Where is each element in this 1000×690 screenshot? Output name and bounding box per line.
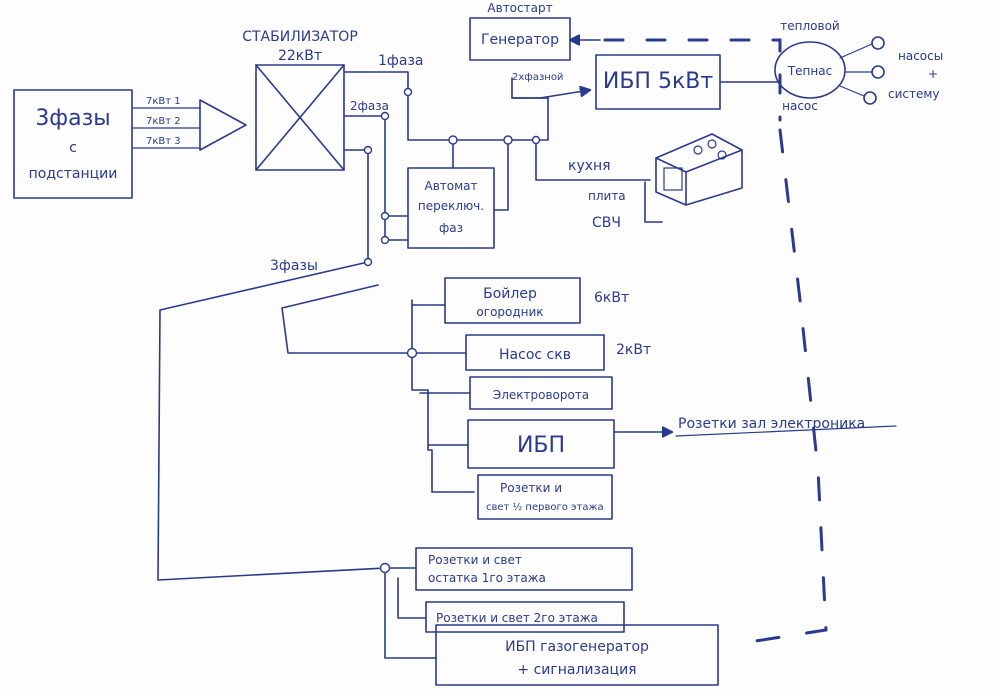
- phase-switch-line2: переключ.: [418, 199, 484, 213]
- gates-label: Электроворота: [493, 388, 589, 402]
- microwave-label: СВЧ: [592, 215, 621, 231]
- wire-phase3-out: [343, 149, 369, 263]
- label-three-phase: 3фазы: [270, 258, 318, 274]
- pumps-system: систему: [888, 87, 940, 101]
- sockets-second-label: Розетки и свет 2го этажа: [436, 611, 598, 625]
- boiler-heater-line2: огородник: [476, 305, 543, 319]
- sockets-half-line2: свет ½ первого этажа: [486, 501, 604, 513]
- pump-well-power: 2кВт: [616, 342, 651, 358]
- wire-load-bus: [411, 299, 433, 493]
- pumps-label: насосы: [898, 49, 943, 63]
- label-two-phase-gen: 2хфазной: [512, 72, 563, 83]
- stove-icon: [655, 133, 743, 206]
- ups-hall-label: ИБП: [517, 433, 565, 458]
- generator-box: Автостарт Генератор: [469, 1, 571, 61]
- stabilizer-title: СТАБИЛИЗАТОР: [242, 29, 358, 45]
- sockets-rest-line1: Розетки и свет: [428, 553, 522, 567]
- sockets-hall-underline: [675, 425, 897, 437]
- stabilizer-power: 22кВт: [278, 48, 322, 64]
- wire-sockets-second: [397, 577, 427, 619]
- sockets-half-box: Розетки и свет ½ первого этажа: [477, 474, 613, 520]
- substation-label-1: 3фазы: [35, 106, 110, 131]
- wire-to-loads: [281, 284, 413, 354]
- wire-bus-top: [407, 77, 549, 141]
- phase-load-1: 7кВт 1: [146, 96, 181, 107]
- boiler-heater-power: 6кВт: [594, 290, 629, 306]
- sockets-second-box: Розетки и свет 2го этажа: [425, 601, 625, 633]
- substation-label-3: подстанции: [29, 166, 118, 182]
- signal-dashed-main: [728, 128, 828, 647]
- input-arrow-icon: [199, 99, 247, 151]
- wire-three-phase-trunk: [157, 261, 386, 581]
- junction-nodes: [363, 87, 541, 574]
- stove-label: плита: [588, 189, 626, 203]
- ups-gas-line1: ИБП газогенератор: [505, 639, 649, 655]
- boiler-heater-line1: Бойлер: [483, 286, 537, 302]
- heat-pump-label: Тепнас: [787, 64, 832, 78]
- wire-phase2-out: [343, 115, 386, 241]
- pump-well-box: Насос скв: [465, 334, 605, 371]
- wire-lower-bus: [384, 567, 437, 659]
- wire-kitchen: [535, 139, 651, 181]
- wire-phase1-out: [343, 71, 409, 93]
- autostart-caption: Автостарт: [487, 1, 552, 15]
- heat-pump-bottom-caption: насос: [782, 99, 818, 113]
- label-one-phase: 1фаза: [378, 53, 423, 69]
- phase-load-2: 7кВт 2: [146, 116, 181, 127]
- wire-switch-in-2: [493, 139, 509, 211]
- phase-switch-line1: Автомат: [424, 179, 477, 193]
- sockets-rest-line2: остатка 1го этажа: [428, 571, 546, 585]
- phase-switch-box: Автомат переключ. фаз: [407, 167, 495, 249]
- generator-label: Генератор: [481, 32, 559, 48]
- ups-main-label: ИБП 5кВт: [603, 69, 713, 94]
- label-two-phase: 2фаза: [350, 99, 389, 113]
- wire-to-ups-arrow: [539, 90, 590, 99]
- phase-switch-line3: фаз: [439, 221, 463, 235]
- ups-main-box: ИБП 5кВт: [595, 54, 721, 110]
- kitchen-label: кухня: [568, 158, 611, 174]
- sockets-half-line1: Розетки и: [500, 481, 562, 495]
- boiler-heater-box: Бойлер огородник: [444, 277, 581, 324]
- substation-box: 3фазы с подстанции: [13, 89, 133, 199]
- heat-pump: тепловой Тепнас насос насосы + систему: [774, 19, 943, 113]
- pumps-plus: +: [928, 67, 938, 81]
- signal-dashed-top: [603, 38, 782, 122]
- sockets-rest-box: Розетки и свет остатка 1го этажа: [415, 547, 633, 591]
- ups-hall-box: ИБП: [467, 419, 615, 469]
- phase-load-3: 7кВт 3: [146, 136, 181, 147]
- gates-box: Электроворота: [469, 376, 613, 410]
- sockets-hall-label: Розетки зал электроника: [678, 416, 865, 432]
- ups-gas-line2: + сигнализация: [517, 662, 636, 678]
- heat-pump-top-caption: тепловой: [780, 19, 839, 33]
- pump-well-label: Насос скв: [499, 347, 571, 363]
- ups-gas-box: ИБП газогенератор + сигнализация: [435, 624, 719, 686]
- wire-microwave: [644, 181, 663, 223]
- substation-label-2: с: [69, 140, 77, 156]
- stabilizer-box: СТАБИЛИЗАТОР 22кВт: [242, 29, 358, 171]
